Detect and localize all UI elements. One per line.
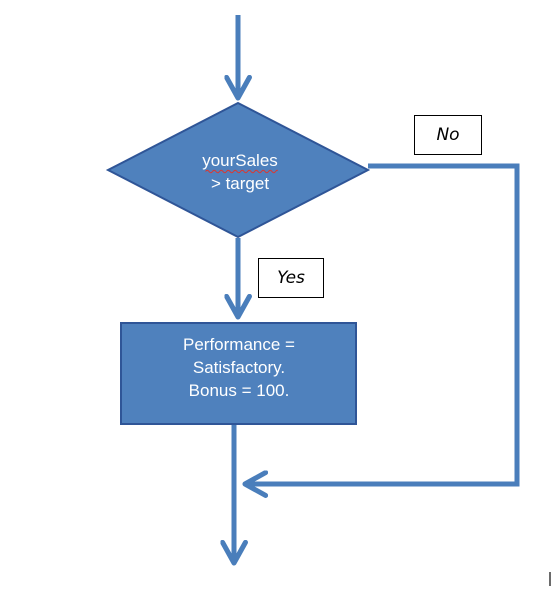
yes-label: Yes xyxy=(258,258,324,298)
edge-mark xyxy=(549,572,551,586)
process-box xyxy=(120,322,357,425)
process-line-performance: Performance = xyxy=(183,335,295,354)
decision-variable-label: yourSales xyxy=(202,151,278,170)
process-line-satisfactory: Satisfactory. xyxy=(192,358,286,377)
process-line-bonus: Bonus = 100. xyxy=(188,381,290,400)
decision-diamond xyxy=(105,101,371,239)
decision-text: yourSales > target xyxy=(170,149,310,195)
no-path-connector xyxy=(245,163,520,484)
decision-condition-label: > target xyxy=(210,174,270,193)
no-label: No xyxy=(414,115,482,155)
process-text: Performance = Satisfactory. Bonus = 100. xyxy=(122,333,356,402)
